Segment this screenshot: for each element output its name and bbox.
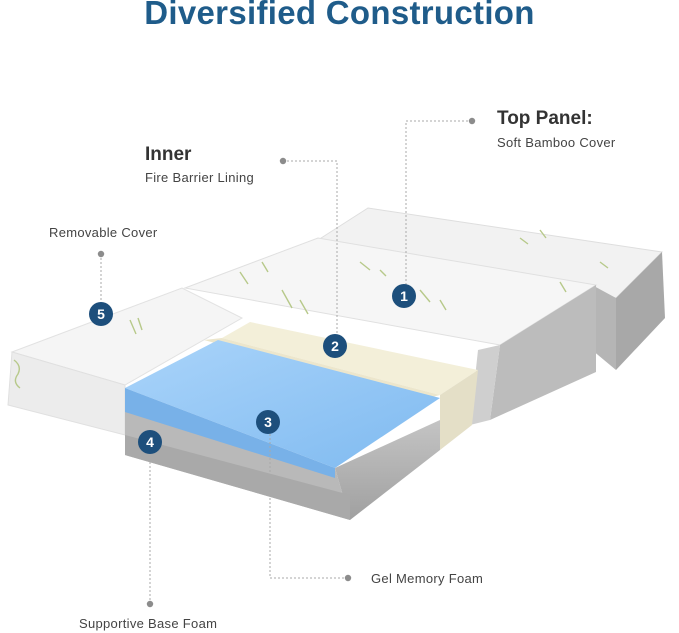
badge-3: 3 (256, 410, 280, 434)
leader-line-2 (283, 160, 338, 346)
supportive-base-foam-label: Supportive Base Foam (79, 616, 218, 631)
removable-cover-label: Removable Cover (49, 225, 158, 240)
svg-text:4: 4 (146, 434, 154, 450)
leader-dot-4 (146, 600, 154, 608)
gel-memory-foam-layer (125, 340, 440, 478)
leader-line-3 (269, 422, 348, 579)
leader-dots (97, 117, 476, 608)
badge-5: 5 (89, 302, 113, 326)
top-panel-heading: Top Panel: (497, 108, 593, 129)
panel-far (316, 207, 665, 370)
leader-dot-3 (344, 574, 352, 582)
panel-middle (183, 237, 598, 425)
svg-text:1: 1 (400, 288, 408, 304)
svg-text:3: 3 (264, 414, 272, 430)
leader-dot-5 (97, 250, 105, 258)
panel-near-cover (7, 287, 244, 436)
bamboo-print-pattern (13, 229, 609, 389)
gel-memory-foam-label: Gel Memory Foam (371, 571, 484, 586)
inner-label: Fire Barrier Lining (145, 170, 255, 185)
svg-text:5: 5 (97, 306, 105, 322)
badge-2: 2 (323, 334, 347, 358)
leader-dot-2 (279, 157, 287, 165)
leader-lines (100, 120, 472, 604)
leader-dot-1 (468, 117, 476, 125)
base-foam-layer (125, 410, 440, 520)
leader-line-1 (405, 120, 472, 296)
page-title: Diversified Construction (144, 0, 535, 31)
badge-1: 1 (392, 284, 416, 308)
badge-4: 4 (138, 430, 162, 454)
svg-text:2: 2 (331, 338, 339, 354)
inner-heading: Inner (145, 144, 192, 165)
top-panel-label: Soft Bamboo Cover (497, 135, 616, 150)
